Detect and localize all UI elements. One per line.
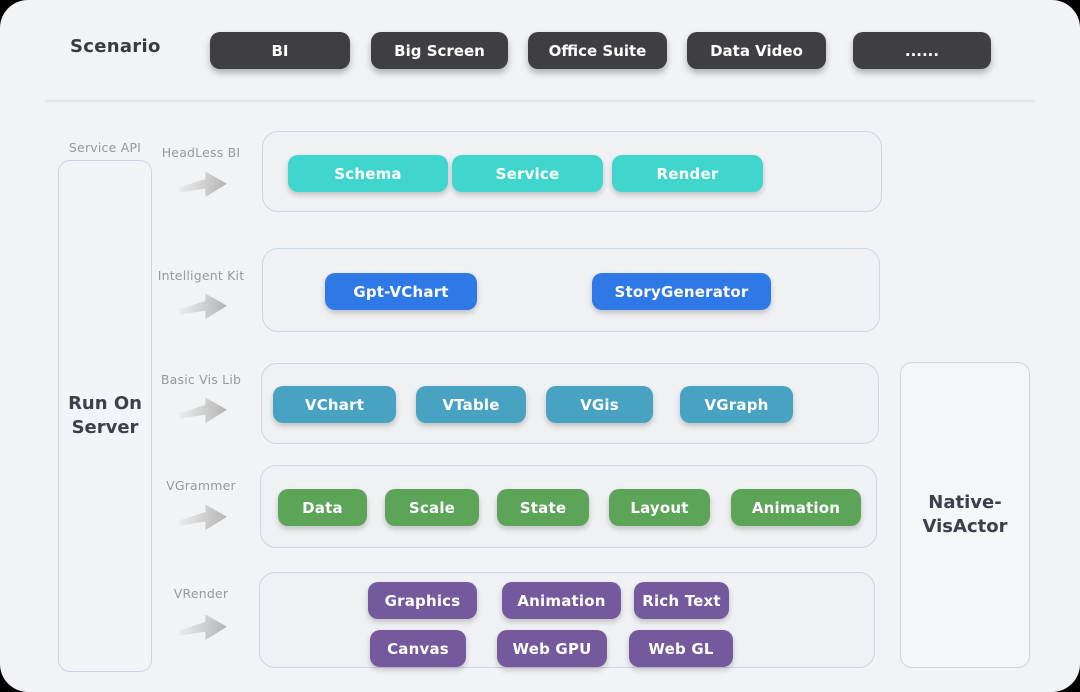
arrow-right-icon: [179, 171, 227, 197]
vtable-button[interactable]: VTable: [416, 386, 526, 423]
service-button[interactable]: Service: [452, 155, 603, 192]
vgraph-button[interactable]: VGraph: [680, 386, 793, 423]
web-gpu-button[interactable]: Web GPU: [497, 630, 607, 667]
scenario-button-data-video[interactable]: Data Video: [687, 32, 826, 69]
gpt-vchart-button[interactable]: Gpt-VChart: [325, 273, 477, 310]
canvas-button[interactable]: Canvas: [370, 630, 466, 667]
vgis-button[interactable]: VGis: [546, 386, 653, 423]
storygenerator-button[interactable]: StoryGenerator: [592, 273, 771, 310]
scale-button[interactable]: Scale: [385, 489, 479, 526]
arrow-right-icon: [179, 504, 227, 530]
scenario-button-big-screen[interactable]: Big Screen: [371, 32, 508, 69]
service-api-label: Service API: [68, 140, 142, 155]
render-button[interactable]: Render: [612, 155, 763, 192]
vchart-button[interactable]: VChart: [273, 386, 396, 423]
state-button[interactable]: State: [497, 489, 589, 526]
arrow-right-icon: [179, 293, 227, 319]
animation-render-button[interactable]: Animation: [502, 582, 621, 619]
run-on-server-box: Run On Server: [58, 160, 152, 672]
run-on-server-label: Run On Server: [68, 392, 142, 438]
data-button[interactable]: Data: [278, 489, 367, 526]
graphics-button[interactable]: Graphics: [368, 582, 477, 619]
row-label-vrender: VRender: [173, 586, 229, 601]
scenario-label: Scenario: [70, 36, 161, 57]
scenario-button-bi[interactable]: BI: [210, 32, 350, 69]
web-gl-button[interactable]: Web GL: [629, 630, 733, 667]
header-divider: [45, 100, 1035, 102]
arrow-right-icon: [179, 614, 227, 640]
animation-button[interactable]: Animation: [731, 489, 861, 526]
row-label-intelligent-kit: Intelligent Kit: [157, 268, 245, 283]
scenario-button-office-suite[interactable]: Office Suite: [528, 32, 667, 69]
scenario-button-more[interactable]: ......: [853, 32, 991, 69]
rich-text-button[interactable]: Rich Text: [634, 582, 729, 619]
arrow-right-icon: [179, 397, 227, 423]
row-label-vgrammer: VGrammer: [166, 478, 236, 493]
native-visactor-box: Native-VisActor: [900, 362, 1030, 668]
layout-button[interactable]: Layout: [609, 489, 710, 526]
native-visactor-label: Native-VisActor: [922, 491, 1008, 537]
row-label-basic-vis-lib: Basic Vis Lib: [160, 372, 242, 387]
row-label-headless-bi: HeadLess BI: [161, 145, 241, 160]
schema-button[interactable]: Schema: [288, 155, 448, 192]
